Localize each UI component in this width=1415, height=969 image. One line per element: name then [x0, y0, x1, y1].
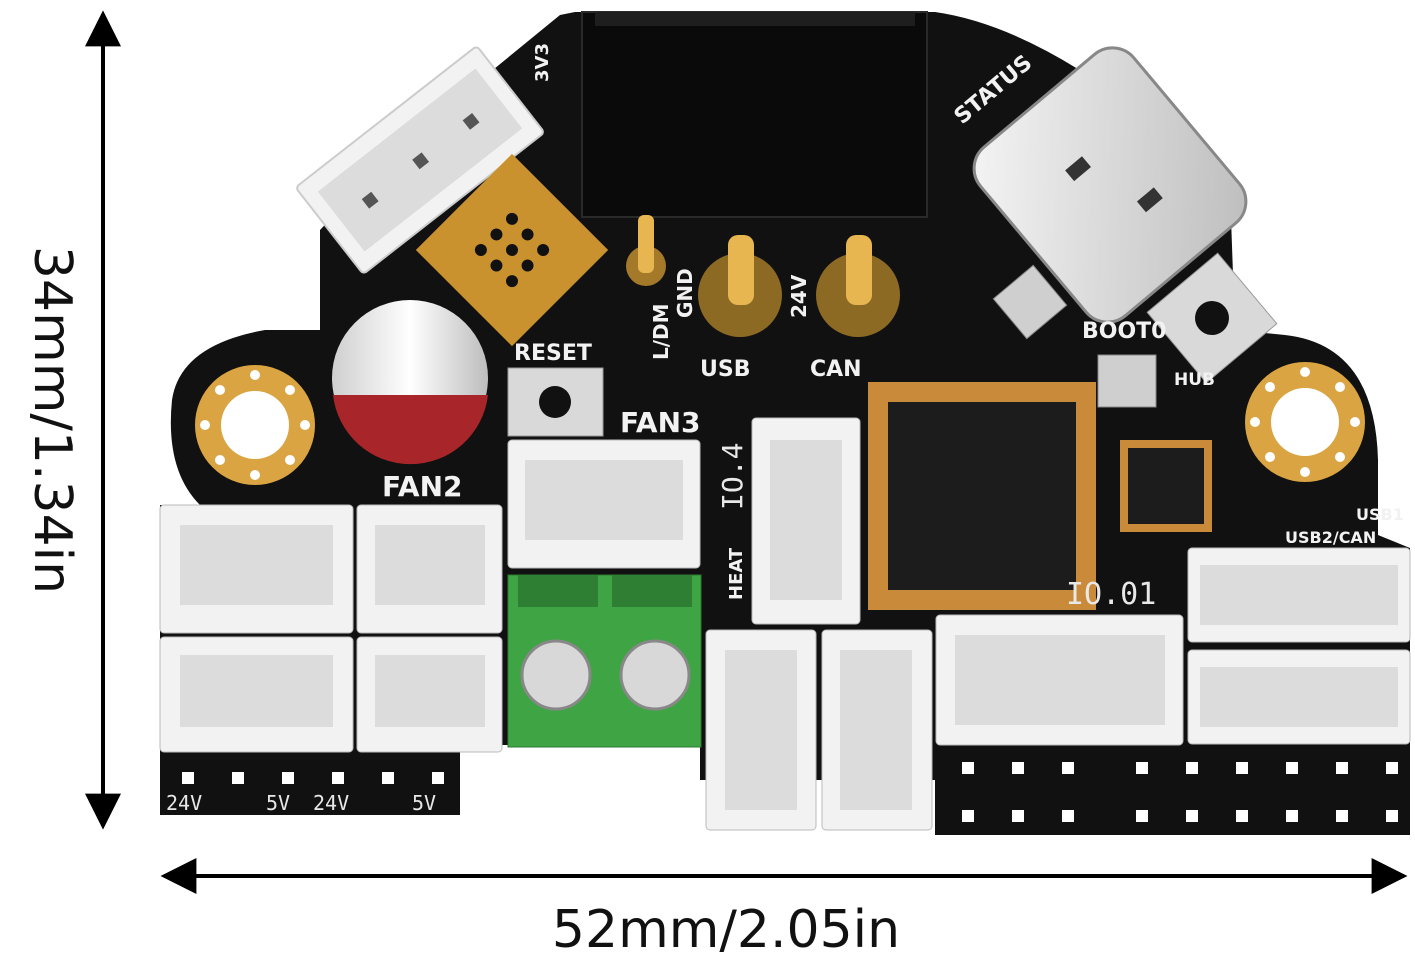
main-mcu — [868, 382, 1096, 610]
label-usb: USB — [700, 357, 750, 382]
usb-c-port — [972, 46, 1248, 324]
label-pin-24v-a: 24V — [166, 791, 202, 815]
reset-button — [507, 367, 604, 437]
label-hub: HUB — [1174, 370, 1215, 390]
gold-pin-ldm — [626, 215, 666, 286]
io-connectors — [705, 417, 1411, 831]
motor-connector — [296, 46, 544, 274]
top-housing — [581, 11, 928, 218]
label-io01: IO.01 — [1066, 577, 1156, 612]
label-pin-5v-a: 5V — [266, 791, 290, 815]
fan-connectors — [159, 439, 701, 753]
crystal — [1097, 354, 1157, 408]
label-can: CAN — [810, 357, 862, 382]
label-24v-power: 24V — [787, 274, 811, 318]
pin-headers-right — [962, 762, 1398, 822]
width-label: 52mm/2.05in — [552, 900, 900, 960]
label-gnd: GND — [673, 268, 697, 318]
label-fan3: FAN3 — [620, 406, 701, 439]
label-l-dm: L/DM — [649, 303, 673, 360]
label-3v3: 3V3 — [532, 43, 553, 82]
buzzer-pad — [415, 153, 609, 347]
hub-ic — [1120, 440, 1212, 532]
label-reset: RESET — [514, 341, 592, 366]
mounting-hole-left — [195, 365, 315, 485]
label-usb2-can: USB2/CAN — [1285, 528, 1376, 547]
height-label: 34mm/1.34in — [22, 246, 82, 594]
label-boot0: BOOT0 — [1082, 319, 1167, 344]
mounting-hole-right — [1245, 362, 1365, 482]
label-pin-24v-b: 24V — [313, 791, 349, 815]
gold-pin-24v — [816, 235, 900, 337]
label-fan2: FAN2 — [382, 470, 463, 503]
electrolytic-capacitor — [332, 300, 488, 465]
pin-headers-left — [182, 772, 444, 784]
heater-terminal-block — [507, 574, 702, 748]
silver-chip — [992, 264, 1068, 340]
label-usb1: USB1 — [1356, 505, 1404, 524]
height-dimension: 34mm/1.34in — [22, 10, 121, 830]
width-dimension: 52mm/2.05in — [160, 858, 1408, 960]
boot-button — [1146, 252, 1278, 384]
label-pin-5v-b: 5V — [412, 791, 436, 815]
label-heat: HEAT — [726, 547, 747, 600]
gold-pin-usb-power — [698, 235, 782, 337]
label-io4: IO.4 — [716, 443, 749, 510]
